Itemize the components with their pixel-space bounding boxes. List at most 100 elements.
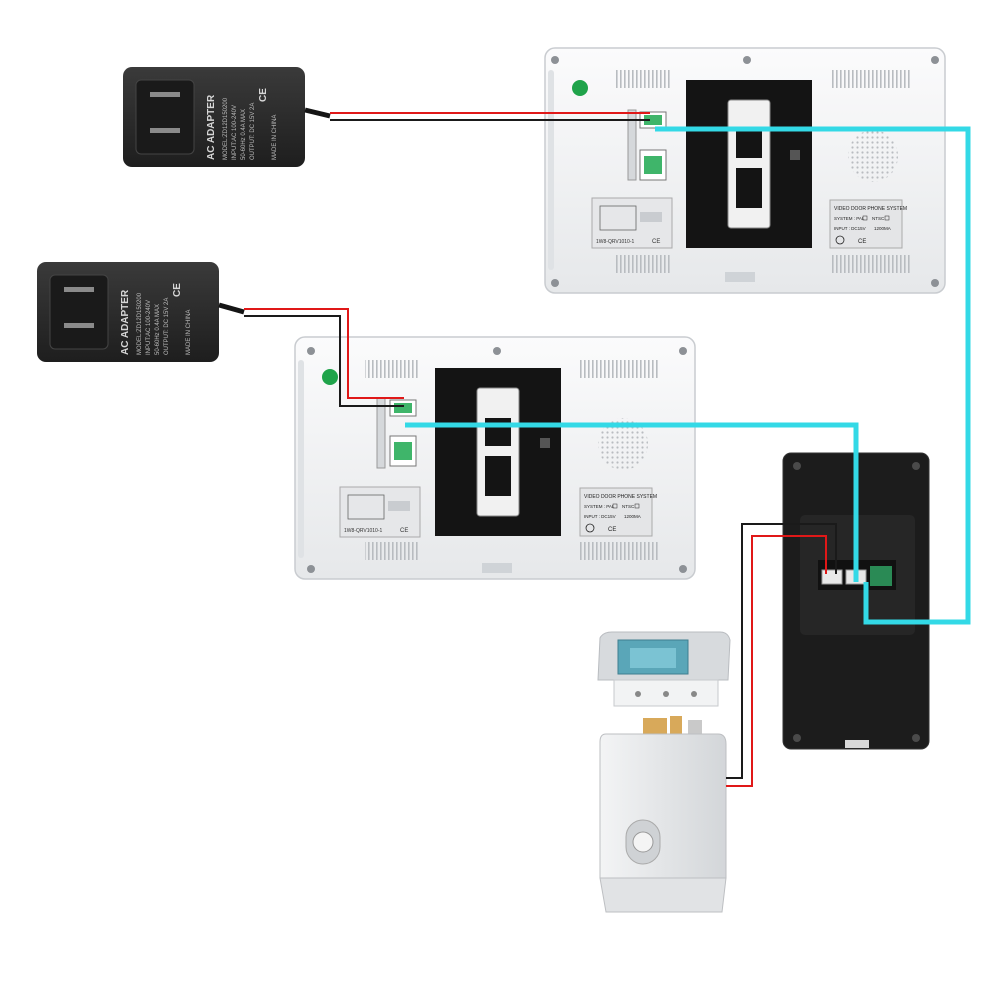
- screw-icon: [551, 56, 559, 64]
- spec-label-ce: CE: [858, 239, 866, 245]
- spec-label-input: INPUT : DC15V: [584, 514, 616, 519]
- bracket-window: [727, 99, 771, 229]
- bracket-slot: [485, 418, 511, 446]
- terminal-pcb: [644, 115, 662, 125]
- screw-icon: [551, 279, 559, 287]
- bracket-slot: [736, 130, 762, 158]
- diagram-ce: CE: [400, 528, 408, 534]
- bottom-clip: [725, 272, 755, 282]
- lock-bolt: [670, 716, 682, 734]
- screw-icon: [793, 462, 801, 470]
- vent-grille: [615, 70, 670, 88]
- screw-hole-icon: [663, 691, 669, 697]
- checkbox-ntsc: [634, 503, 640, 509]
- power-adapter-bottom: AC ADAPTER MODEL:ZD12D150200 INPUT:AC 10…: [37, 262, 245, 362]
- adapter-spec-line: OUTPUT: DC 15V 2A: [250, 103, 256, 160]
- lock-latch: [688, 720, 702, 734]
- vent-grille: [365, 542, 420, 560]
- spec-label-title: VIDEO DOOR PHONE SYSTEM: [834, 206, 907, 212]
- diagram-code: 1W8-QRV1010-1: [596, 239, 634, 245]
- bottom-clip: [845, 740, 869, 748]
- indoor-monitor-top: 1W8-QRV1010-1 CE VIDEO DOOR PHONE SYSTEM…: [544, 47, 946, 294]
- wiring-label-drawing: [388, 501, 410, 511]
- spec-label-ntsc: NTSC: [872, 216, 885, 221]
- screw-icon: [493, 347, 501, 355]
- adapter-spec-line: MODEL:ZD12D150200: [137, 292, 143, 355]
- screw-icon: [679, 347, 687, 355]
- plug-prong-icon: [150, 128, 180, 133]
- ground-sticker-icon: [322, 369, 338, 385]
- vent-grille: [580, 542, 660, 560]
- spec-label-current: 1200MA: [624, 514, 641, 519]
- terminal-block: [376, 397, 386, 469]
- power-wires-top: [330, 112, 650, 121]
- screw-icon: [679, 565, 687, 573]
- adapter-made-in: MADE IN CHINA: [272, 115, 278, 160]
- recycle-icon: [585, 523, 595, 533]
- vent-grille: [830, 70, 910, 88]
- speaker-grille-icon: [598, 418, 648, 470]
- spec-label: [579, 487, 653, 537]
- bracket-notch: [790, 150, 800, 160]
- video-cable-top-monitor: [655, 126, 971, 625]
- wiring-label-drawing: [347, 494, 385, 520]
- terminal-pcb: [394, 403, 412, 413]
- spec-label-ntsc: NTSC: [622, 504, 635, 509]
- adapter-ce: CE: [172, 283, 183, 297]
- bracket-slot: [736, 168, 762, 208]
- monitor-side-rail: [298, 360, 304, 558]
- lock-base: [599, 877, 727, 913]
- power-wires-bottom: [244, 308, 404, 407]
- wiring-label-drawing: [640, 212, 662, 222]
- video-cable-bottom-monitor: [405, 422, 859, 582]
- plug-face: [135, 79, 195, 155]
- lock-wire-negative: [726, 523, 837, 779]
- bracket-notch: [540, 438, 550, 448]
- wire-positive: [244, 308, 404, 399]
- plug-prong-icon: [64, 323, 94, 328]
- spec-label-title: VIDEO DOOR PHONE SYSTEM: [584, 494, 657, 500]
- bracket-window: [476, 387, 520, 517]
- adapter-spec-line: INPUT:AC 100-240V: [146, 300, 152, 355]
- adapter-title: AC ADAPTER: [206, 94, 217, 160]
- terminal-pcb: [644, 156, 662, 174]
- bracket-slot: [485, 456, 511, 496]
- vent-grille: [830, 255, 910, 273]
- electric-lock: [599, 716, 727, 913]
- plug-prong-icon: [150, 92, 180, 97]
- screw-icon: [931, 56, 939, 64]
- adapter-made-in: MADE IN CHINA: [186, 310, 192, 355]
- screw-icon: [743, 56, 751, 64]
- spec-label-current: 1200MA: [874, 226, 891, 231]
- terminal-pcb: [394, 442, 412, 460]
- checkbox-ntsc: [884, 215, 890, 221]
- screw-hole-icon: [691, 691, 697, 697]
- lock-wire-positive: [726, 535, 827, 787]
- lock-keyhole-icon: [632, 831, 654, 853]
- spec-label-system: SYSTEM : PAL: [584, 504, 615, 509]
- bottom-clip: [482, 563, 512, 573]
- checkbox-pal: [862, 215, 868, 221]
- vent-grille: [580, 360, 660, 378]
- adapter-title: AC ADAPTER: [120, 289, 131, 355]
- ground-sticker-icon: [572, 80, 588, 96]
- strike-plate-base: [613, 679, 719, 707]
- speaker-grille-icon: [848, 130, 898, 182]
- diagram-ce: CE: [652, 239, 660, 245]
- screw-icon: [307, 565, 315, 573]
- spec-label: [829, 199, 903, 249]
- screw-icon: [912, 734, 920, 742]
- terminal-block: [627, 109, 637, 181]
- spec-label-ce: CE: [608, 527, 616, 533]
- monitor-side-rail: [548, 70, 554, 270]
- lock-strike-plate: [597, 631, 731, 707]
- plug-face: [49, 274, 109, 350]
- lock-body: [599, 733, 727, 879]
- terminal-pcb: [870, 566, 892, 586]
- screw-icon: [307, 347, 315, 355]
- screw-icon: [931, 279, 939, 287]
- wire-negative: [244, 315, 404, 407]
- vent-grille: [615, 255, 670, 273]
